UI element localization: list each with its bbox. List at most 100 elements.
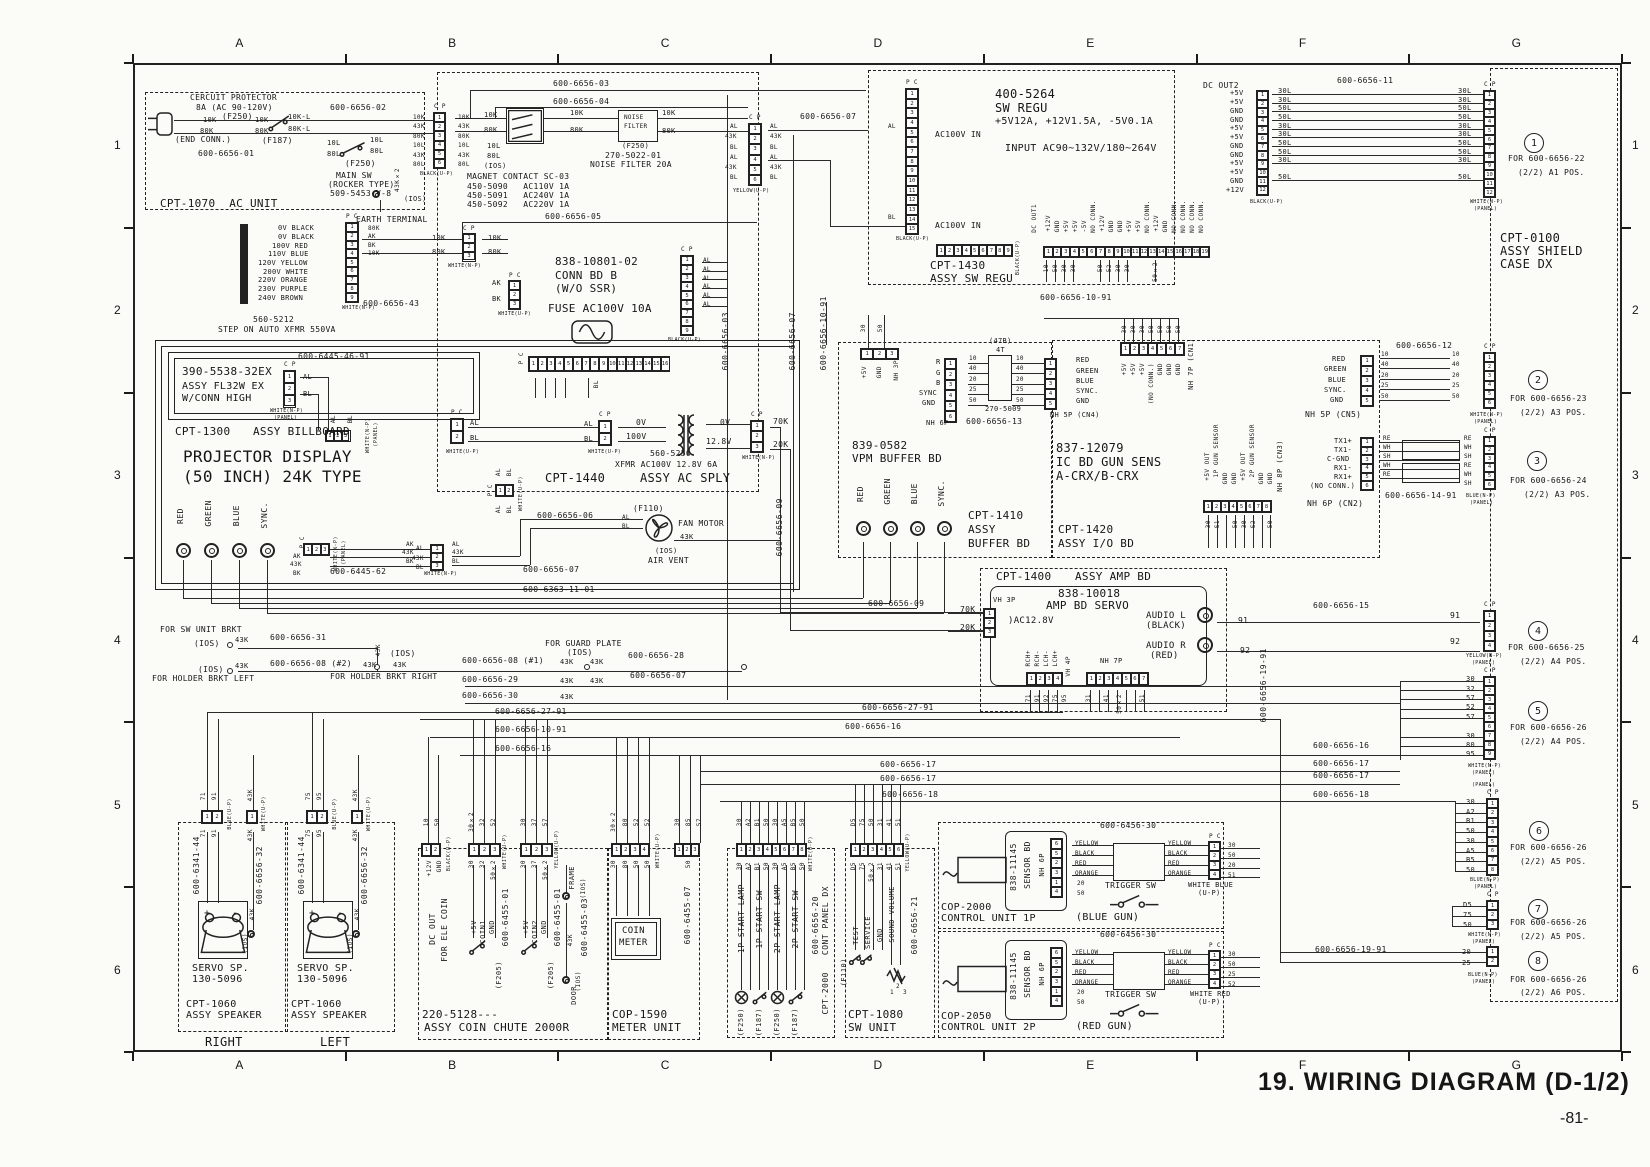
wire-segment	[891, 865, 893, 965]
text-label: 75	[1463, 911, 1473, 919]
text-label: BLACK	[1075, 850, 1095, 857]
wire-segment	[362, 239, 462, 241]
connector-pin: 1	[1484, 611, 1495, 621]
wire-segment	[702, 288, 728, 290]
text-label: 50	[1381, 393, 1389, 400]
grid-number: 3	[114, 468, 121, 483]
grid-number: 2	[114, 303, 121, 318]
wire-segment	[318, 394, 320, 430]
connector-pin: 4	[555, 357, 565, 371]
wire-segment	[1455, 801, 1457, 871]
connector-pin: 1	[1044, 247, 1053, 257]
text-label: 8A (AC 90-120V)	[196, 103, 273, 112]
wire-segment	[377, 648, 379, 671]
connector-pin: 2	[1484, 621, 1495, 631]
wire-segment	[804, 801, 806, 843]
connector-pin: 1	[1487, 799, 1498, 809]
text-label: (F250)	[222, 112, 253, 121]
text-label: (IOS)	[484, 162, 507, 170]
text-label: D5	[1463, 901, 1473, 909]
connector-pin: 3	[885, 349, 898, 359]
text-label: RED	[1075, 860, 1087, 867]
text-label: (2/2) A4 POS.	[1520, 657, 1587, 666]
text-label: VH 3P	[993, 596, 1016, 604]
wire-segment	[544, 118, 618, 120]
connector-pin: 5	[1361, 396, 1373, 406]
text-label: 80L	[327, 150, 341, 158]
wire-segment	[565, 378, 567, 398]
text-label: B5	[1466, 856, 1476, 864]
grid-tick	[557, 1052, 560, 1061]
text-label: 32	[479, 860, 486, 869]
connector-pin: 6	[1361, 481, 1373, 491]
text-label: AK	[368, 233, 376, 240]
text-label: INPUT AC90~132V/180~264V	[1005, 143, 1157, 154]
text-label: FOR 600-6656-22	[1508, 154, 1585, 163]
text-label: 43K	[458, 123, 470, 130]
text-label: 270-5009	[985, 405, 1022, 413]
text-label: +5V	[522, 920, 530, 935]
wire-segment	[330, 566, 430, 568]
text-label: RED	[856, 486, 865, 502]
connector-pin: 2	[1484, 686, 1495, 696]
billboard-outer	[168, 352, 480, 420]
lamp-icon	[734, 990, 749, 1005]
text-label: 30L	[1458, 96, 1472, 104]
text-label: GND	[1230, 177, 1244, 185]
connector-pin: 2	[1487, 956, 1498, 966]
cpt-1440-assy-ac-sply	[437, 72, 759, 492]
text-label: 10K	[413, 114, 425, 121]
text-label: 75	[859, 862, 866, 871]
text-label: 50	[799, 862, 806, 871]
connector-pin: 2	[1487, 808, 1498, 818]
connector-pin: 6	[1051, 839, 1062, 849]
text-label: 30	[1070, 264, 1077, 273]
text-label: AL	[703, 275, 711, 282]
wire-segment	[1272, 120, 1483, 122]
connector-pin: 2	[984, 618, 995, 628]
text-label: AL	[730, 123, 738, 130]
connector-pin: 5	[906, 127, 918, 138]
ring-terminal	[855, 520, 871, 536]
connector-pin: 10	[1122, 247, 1131, 257]
text-label: 600-6341-44	[192, 836, 201, 895]
wire-segment	[795, 865, 797, 990]
text-label: RED	[1168, 860, 1180, 867]
text-label: YELLOW	[1168, 949, 1192, 956]
text-label: 50L	[1278, 173, 1292, 181]
text-label: RE	[1383, 471, 1391, 478]
grid-tick	[124, 886, 133, 889]
text-label: 43K	[235, 662, 249, 670]
connector-pin: 1	[496, 485, 505, 496]
text-label: W/CONN HIGH	[182, 393, 252, 404]
wire-segment	[330, 557, 430, 559]
text-label: 600-6455-01	[553, 888, 562, 947]
wire-segment	[627, 865, 629, 916]
text-label: (PANEL)	[1474, 419, 1498, 425]
wire-segment	[780, 427, 782, 612]
connector-pin: 2	[1361, 366, 1373, 376]
text-label: 91	[1034, 694, 1041, 703]
connector-pin: 19	[1200, 247, 1210, 257]
ring-terminal	[1197, 637, 1213, 653]
text-label: 2P START LAMP	[773, 884, 782, 954]
connector-pin: 1	[1484, 677, 1495, 687]
text-label: 20	[1462, 948, 1472, 956]
text-label: MAGNET CONTACT SC-03	[467, 172, 570, 181]
text-label: AL	[584, 420, 594, 428]
connector-pin: 7	[346, 275, 358, 285]
text-label: GREEN	[1076, 367, 1099, 375]
connector-pin: 4	[962, 245, 971, 256]
wire-segment	[768, 130, 868, 132]
text-label: SYNC.	[1324, 386, 1347, 394]
text-label: 43K	[560, 693, 574, 701]
text-label: COIN	[622, 926, 645, 936]
wire-segment	[702, 306, 728, 308]
text-label: 25	[1462, 959, 1472, 967]
text-label: 50	[633, 860, 640, 869]
